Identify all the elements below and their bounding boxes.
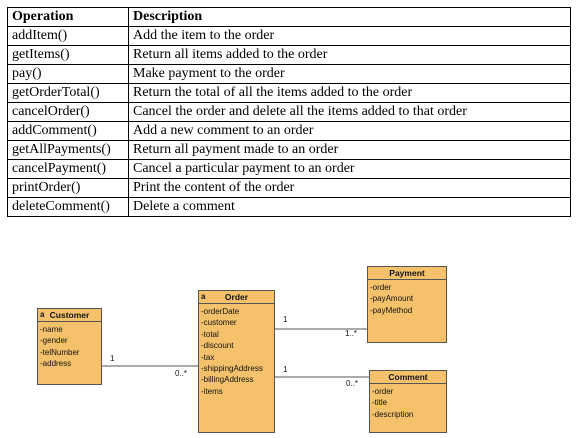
order-class-name: Order xyxy=(224,292,249,302)
operation-cell: getAllPayments() xyxy=(7,140,129,160)
description-cell: Delete a comment xyxy=(128,197,571,217)
customer-abstract-badge: a xyxy=(40,310,45,319)
operation-cell: addComment() xyxy=(7,121,129,141)
table-row: addItem()Add the item to the order xyxy=(7,26,571,46)
table-row: cancelPayment()Cancel a particular payme… xyxy=(7,159,571,179)
description-cell: Return the total of all the items added … xyxy=(128,83,571,103)
table-row: deleteComment()Delete a comment xyxy=(7,197,571,217)
customer-attributes: -name -gender -telNumber -address xyxy=(38,322,101,372)
attribute: -address xyxy=(40,359,72,369)
attribute: -telNumber xyxy=(40,347,80,357)
attribute: -name xyxy=(40,325,63,334)
order-attributes: -orderDate -customer -total -discount -t… xyxy=(199,304,274,399)
payment-attributes: -order -payAmount -payMethod xyxy=(368,280,446,318)
multiplicity-payment-end: 1..* xyxy=(345,329,358,338)
operations-table: Operation Description addItem()Add the i… xyxy=(7,7,571,217)
attribute: -order xyxy=(370,283,392,292)
payment-class-header: Payment xyxy=(368,267,446,280)
table-row: getAllPayments()Return all payment made … xyxy=(7,140,571,160)
payment-class: Payment -order -payAmount -payMethod xyxy=(367,266,447,343)
comment-attributes: -order -title -description xyxy=(370,384,446,422)
comment-class: Comment -order -title -description xyxy=(369,370,447,433)
operation-cell: deleteComment() xyxy=(7,197,129,217)
attribute: -payAmount xyxy=(370,294,414,304)
attribute: -shippingAddress xyxy=(201,364,263,374)
attribute: -items xyxy=(201,386,223,396)
order-abstract-badge: a xyxy=(201,292,206,301)
table-row: getItems()Return all items added to the … xyxy=(7,45,571,65)
description-cell: Print the content of the order xyxy=(128,178,571,198)
attribute: -payMethod xyxy=(370,305,413,315)
attribute: -gender xyxy=(40,336,68,346)
table-row: addComment()Add a new comment to an orde… xyxy=(7,121,571,141)
operation-cell: getItems() xyxy=(7,45,129,65)
attribute: -title xyxy=(372,398,388,408)
attribute: -tax xyxy=(201,352,215,362)
description-cell: Add a new comment to an order xyxy=(128,121,571,141)
multiplicity-order-customer-end: 0..* xyxy=(175,369,188,378)
table-row: getOrderTotal()Return the total of all t… xyxy=(7,83,571,103)
description-cell: Cancel a particular payment to an order xyxy=(128,159,571,179)
multiplicity-order-payment-end: 1 xyxy=(283,315,288,324)
multiplicity-customer-end: 1 xyxy=(110,354,115,363)
order-class: a Order -orderDate -customer -total -dis… xyxy=(198,290,275,433)
customer-class-header: a Customer xyxy=(38,309,101,322)
attribute: -customer xyxy=(201,318,237,328)
payment-class-name: Payment xyxy=(389,268,425,278)
attribute: -order xyxy=(372,387,394,396)
attribute: -discount xyxy=(201,341,234,351)
attribute: -description xyxy=(372,409,414,419)
multiplicity-order-comment-end: 1 xyxy=(283,365,288,374)
order-class-header: a Order xyxy=(199,291,274,304)
multiplicity-comment-end: 0..* xyxy=(346,379,359,388)
table-row: printOrder()Print the content of the ord… xyxy=(7,178,571,198)
comment-class-name: Comment xyxy=(388,372,428,382)
attribute: -orderDate xyxy=(201,307,240,316)
comment-class-header: Comment xyxy=(370,371,446,384)
operation-cell: cancelPayment() xyxy=(7,159,129,179)
description-cell: Return all payment made to an order xyxy=(128,140,571,160)
customer-class-name: Customer xyxy=(49,310,90,320)
attribute: -billingAddress xyxy=(201,375,254,385)
attribute: -total xyxy=(201,329,219,339)
customer-class: a Customer -name -gender -telNumber -add… xyxy=(37,308,102,385)
